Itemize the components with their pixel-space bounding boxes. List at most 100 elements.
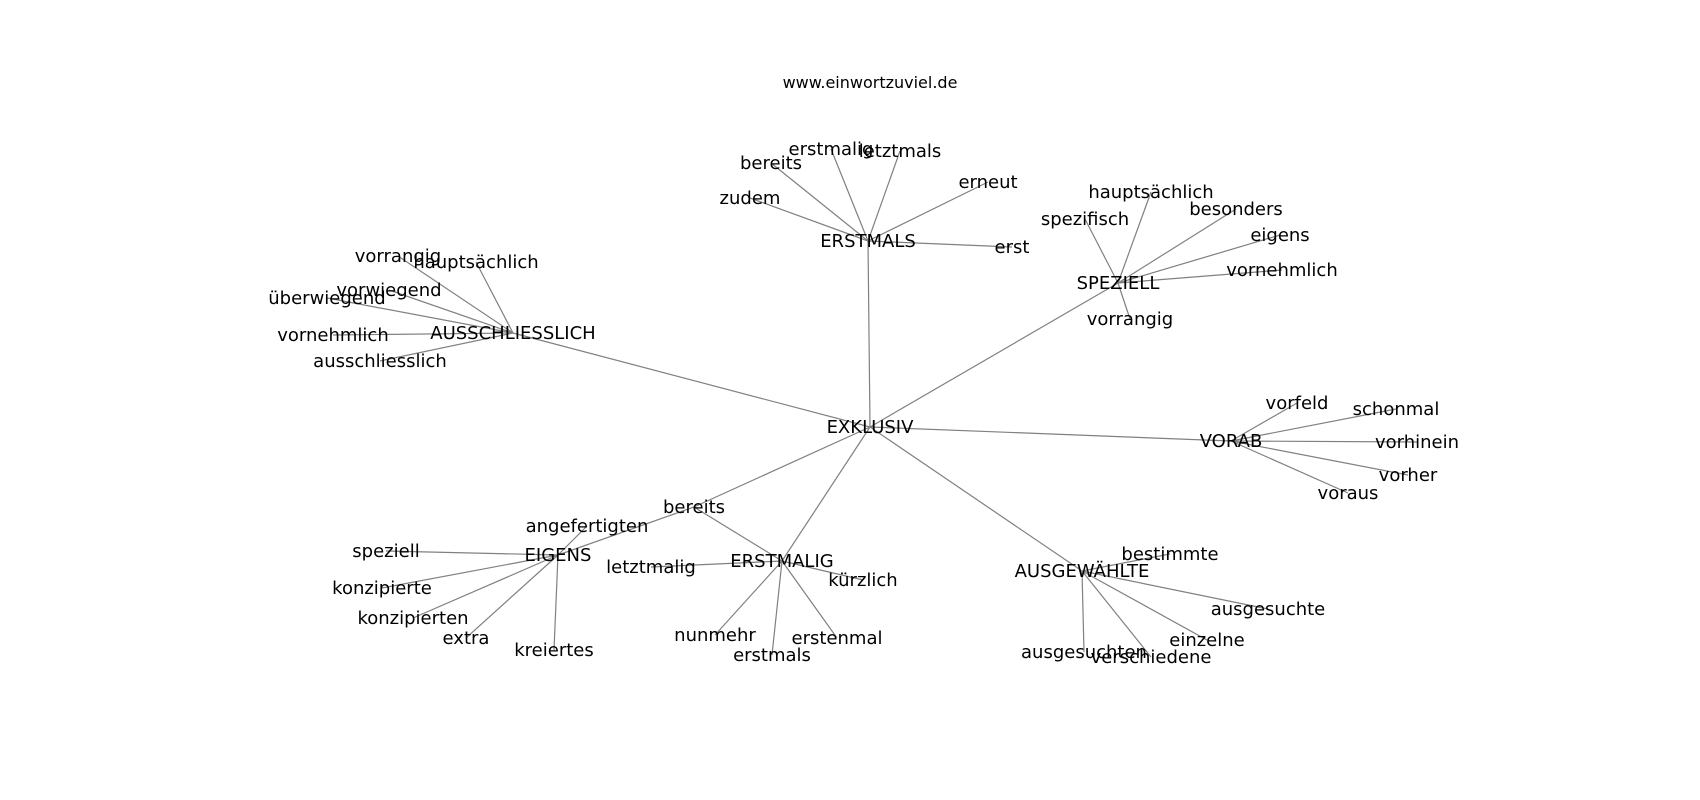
node-label-speziell: SPEZIELL [1077, 273, 1160, 294]
edge-ausgewaehlte-bestimmte [1081, 553, 1171, 572]
edge-erstmals-erstmalig [830, 148, 869, 242]
edge-vorab-schonmal [1230, 408, 1397, 442]
node-label-voraus: voraus [1318, 483, 1379, 504]
node-label-nunmehr: nunmehr [674, 625, 756, 646]
edge-exklusiv-speziell [869, 282, 1119, 428]
edge-erstmals-letztmals [867, 150, 901, 242]
edge-ausgewaehlte-einzelne [1081, 570, 1208, 641]
edge-erstmalig-erstenmal [781, 560, 838, 639]
label-layer: EXKLUSIVERSTMALSbereitserstmaligletztmal… [268, 139, 1459, 668]
node-label-ausgesuchten: ausgesuchten [1021, 642, 1147, 663]
node-label-vornehmlich1: vornehmlich [1226, 260, 1337, 281]
edge-erstmalig-kuerzlich [781, 560, 864, 581]
edge-erstmalig-nunmehr [714, 560, 783, 636]
edge-eigens-kreiertes [553, 554, 559, 651]
node-label-konzipierten: konzipierten [357, 608, 468, 629]
edge-exklusiv-erstmals [867, 240, 871, 428]
node-label-besonders: besonders [1189, 199, 1283, 220]
node-label-bestimmte: bestimmte [1121, 544, 1218, 565]
node-label-hauptsaechlich1: hauptsächlich [1088, 182, 1213, 203]
site-title: www.einwortzuviel.de [783, 73, 958, 92]
node-label-vorwiegend: vorwiegend [336, 280, 441, 301]
edge-exklusiv-ausgewaehlte [869, 426, 1083, 572]
edge-exklusiv-bereits2 [693, 426, 871, 508]
node-label-erstmals: ERSTMALS [820, 231, 916, 252]
edge-speziell-vornehmlich1 [1117, 269, 1283, 284]
edge-speziell-vorrangig1 [1117, 282, 1131, 320]
edge-ausgewaehlte-verschiedene [1081, 570, 1152, 658]
edge-erstmals-erst [867, 240, 1013, 248]
edge-exklusiv-ausschliesslich [512, 332, 871, 428]
edge-speziell-besonders [1117, 208, 1237, 284]
node-label-konzipierte: konzipierte [332, 578, 432, 599]
edge-ausschliesslich-vornehmlich2 [332, 332, 514, 336]
edge-eigens-angefertigten [557, 525, 588, 556]
node-label-letztmals: letztmals [859, 141, 942, 162]
edge-exklusiv-vorab [869, 426, 1232, 442]
edge-ausschliesslich-vorrangig2 [397, 255, 514, 334]
node-label-eigens: EIGENS [525, 545, 592, 566]
node-label-schonmal: schonmal [1353, 399, 1440, 420]
node-label-erstenmal: erstenmal [792, 628, 883, 649]
node-label-erstmalig: ERSTMALIG [730, 551, 833, 572]
edge-layer [326, 148, 1418, 658]
edge-vorab-vorhinein [1230, 440, 1418, 443]
node-label-vorrangig2: vorrangig [355, 246, 441, 267]
node-label-zudem: zudem [720, 188, 781, 209]
edge-eigens-speziell [385, 550, 559, 556]
edge-ausschliesslich-ausschliesslich [379, 332, 514, 362]
edge-speziell-hauptsaechlich1 [1117, 191, 1152, 284]
edge-eigens-konzipierte [381, 554, 559, 589]
node-label-exklusiv: EXKLUSIV [827, 417, 915, 438]
edge-vorab-vorfeld [1230, 402, 1298, 442]
edge-vorab-voraus [1230, 440, 1349, 494]
node-label-speziell: speziell [352, 541, 419, 562]
node-label-hauptsaechlich2: hauptsächlich [413, 252, 538, 273]
node-label-kuerzlich: kürzlich [828, 570, 897, 591]
node-label-ausschliesslich: ausschliesslich [313, 351, 447, 372]
node-label-vornehmlich2: vornehmlich [277, 325, 388, 346]
edge-ausgewaehlte-ausgesuchte [1081, 570, 1269, 610]
edge-erstmalig-erstmals [771, 560, 783, 656]
node-label-vorrangig1: vorrangig [1087, 309, 1173, 330]
edge-bereits2-eigens [557, 506, 695, 556]
node-label-ausschliesslich: AUSSCHLIESSLICH [430, 323, 595, 344]
node-label-vorfeld: vorfeld [1266, 393, 1329, 414]
edge-vorab-vorher [1230, 440, 1409, 476]
edge-erstmals-erneut [867, 181, 989, 242]
edge-ausgewaehlte-ausgesuchten [1081, 570, 1085, 653]
node-label-kreiertes: kreiertes [514, 640, 594, 661]
node-label-angefertigten: angefertigten [526, 516, 649, 537]
node-label-eigens: eigens [1250, 225, 1309, 246]
node-label-vorhinein: vorhinein [1375, 432, 1459, 453]
node-label-einzelne: einzelne [1169, 630, 1245, 651]
node-label-letztmalig: letztmalig [606, 557, 696, 578]
edge-erstmalig-letztmalig [650, 560, 783, 568]
node-label-vorher: vorher [1379, 465, 1438, 486]
node-label-erneut: erneut [958, 172, 1017, 193]
node-label-ausgewaehlte: AUSGEWÄHLTE [1015, 561, 1150, 582]
node-label-bereits1: bereits [740, 153, 802, 174]
edge-ausschliesslich-vorwiegend [388, 289, 514, 334]
edge-eigens-extra [465, 554, 559, 639]
node-label-verschiedene: verschiedene [1091, 647, 1212, 668]
node-label-erst: erst [995, 237, 1030, 258]
node-label-spezifisch: spezifisch [1041, 209, 1129, 230]
edge-speziell-eigens [1117, 234, 1281, 284]
edge-bereits2-erstmalig [693, 506, 783, 562]
edge-erstmals-zudem [749, 197, 869, 242]
node-label-extra: extra [443, 628, 490, 649]
edge-exklusiv-erstmalig [781, 426, 871, 562]
edge-ausschliesslich-hauptsaechlich2 [475, 261, 514, 334]
edge-ausschliesslich-ueberwiegend [326, 297, 514, 334]
node-label-ueberwiegend: überwiegend [268, 288, 385, 309]
edge-erstmals-bereits1 [770, 162, 869, 242]
node-label-vorab: VORAB [1200, 431, 1263, 452]
edge-speziell-spezifisch [1084, 218, 1119, 284]
node-label-erstmalig: erstmalig [789, 139, 874, 160]
node-label-ausgesuchte: ausgesuchte [1211, 599, 1326, 620]
node-label-bereits2: bereits [663, 497, 725, 518]
node-label-erstmals: erstmals [733, 645, 811, 666]
edge-eigens-konzipierten [412, 554, 559, 619]
